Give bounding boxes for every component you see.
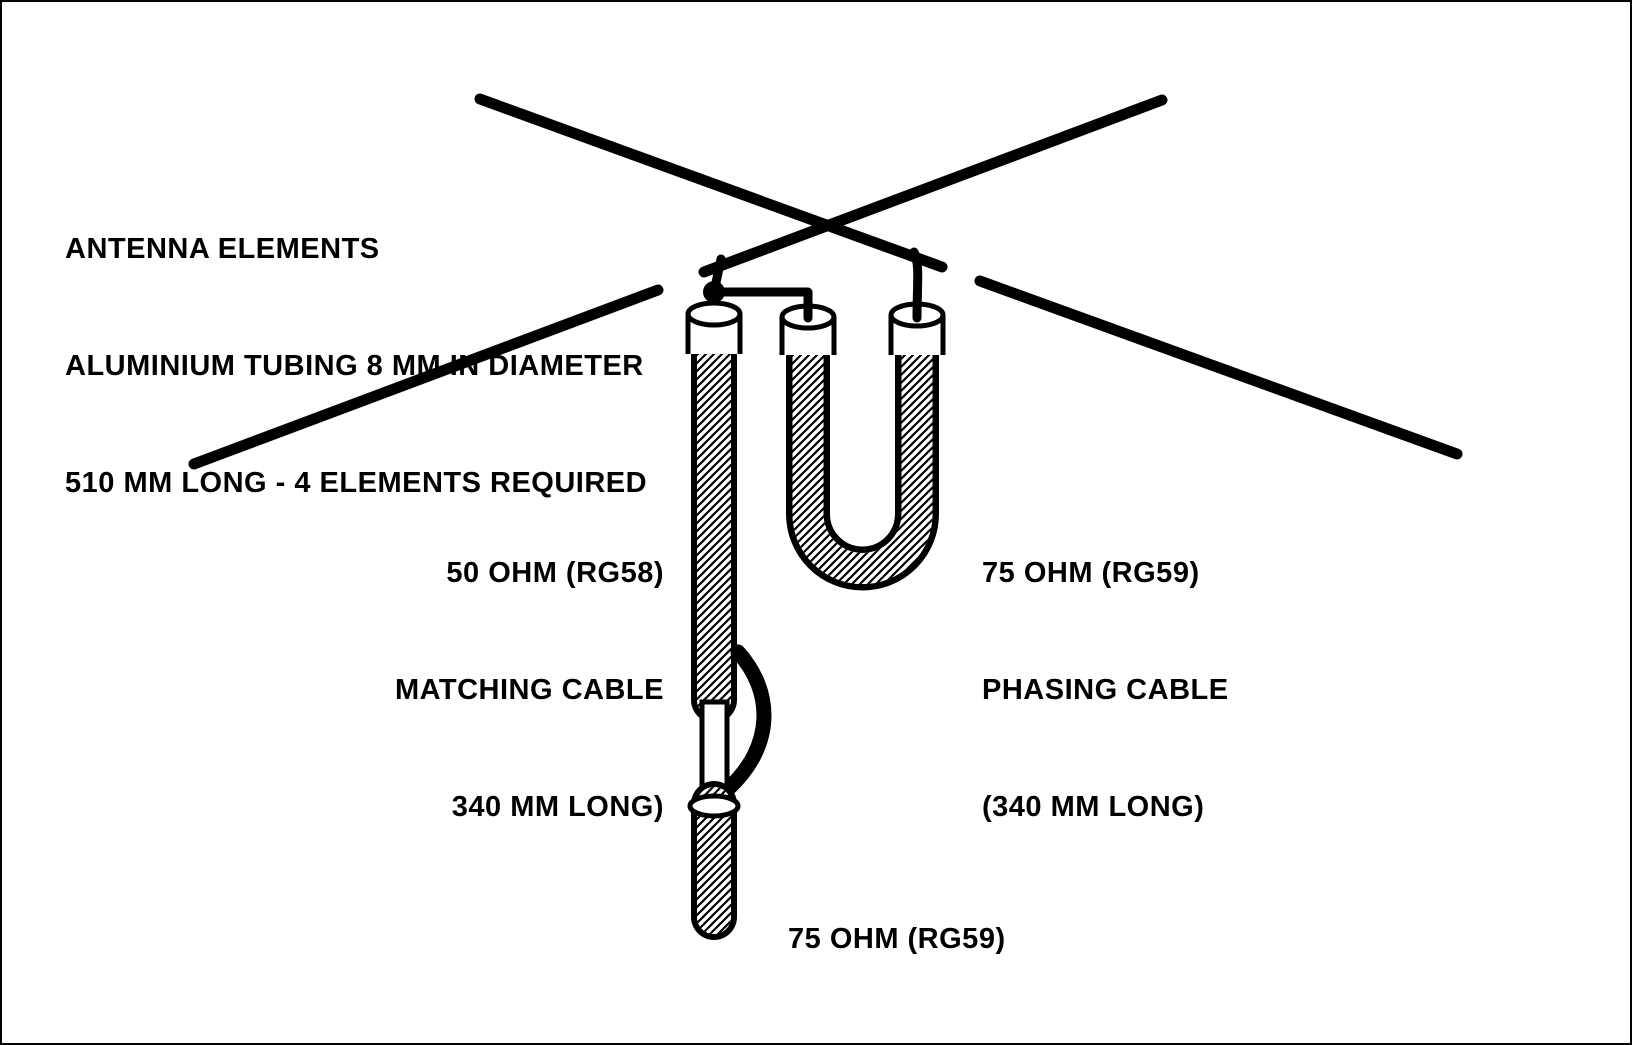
receiver-cable-drawing (687, 781, 741, 940)
receiver-cable-label: 75 OHM (RG59) CABLE TO RECEIVER (788, 842, 1101, 1043)
antenna-elements-label-line2: ALUMINIUM TUBING 8 MM IN DIAMETER (65, 350, 644, 382)
antenna-element-line (474, 93, 948, 273)
coax-connector-left (685, 300, 743, 354)
receiver-cable-label-line1: 75 OHM (RG59) (788, 923, 1006, 955)
matching-cable-label-line2: MATCHING CABLE (394, 674, 664, 706)
antenna-elements-label-line1: ANTENNA ELEMENTS (65, 233, 380, 265)
antenna-element-line (974, 275, 1463, 460)
phasing-cable-label-line1: 75 OHM (RG59) (982, 557, 1200, 589)
matching-cable-label-line1: 50 OHM (RG58) (446, 557, 664, 589)
phasing-cable-label-line3: (340 MM LONG) (982, 791, 1205, 823)
phasing-cable-label-line2: PHASING CABLE (982, 674, 1229, 706)
matching-cable-label-line3: 340 MM LONG) (451, 791, 664, 823)
antenna-element-lines (188, 93, 1463, 470)
phasing-cable-drawing (786, 340, 939, 591)
antenna-elements-label-line3: 510 MM LONG - 4 ELEMENTS REQUIRED (65, 467, 648, 499)
antenna-element-line (698, 94, 1168, 278)
receiver-cable-label-line2: CABLE TO RECEIVER (788, 1037, 1101, 1043)
phasing-cable-label: 75 OHM (RG59) PHASING CABLE (340 MM LONG… (982, 476, 1229, 905)
antenna-element-line (188, 284, 664, 470)
feed-junction-dot (703, 281, 725, 303)
antenna-elements-label: ANTENNA ELEMENTS ALUMINIUM TUBING 8 MM I… (65, 152, 647, 581)
matching-cable-label: 50 OHM (RG58) MATCHING CABLE 340 MM LONG… (244, 476, 664, 905)
coax-connector-middle (779, 303, 837, 355)
cable-splice-hook (721, 644, 772, 796)
